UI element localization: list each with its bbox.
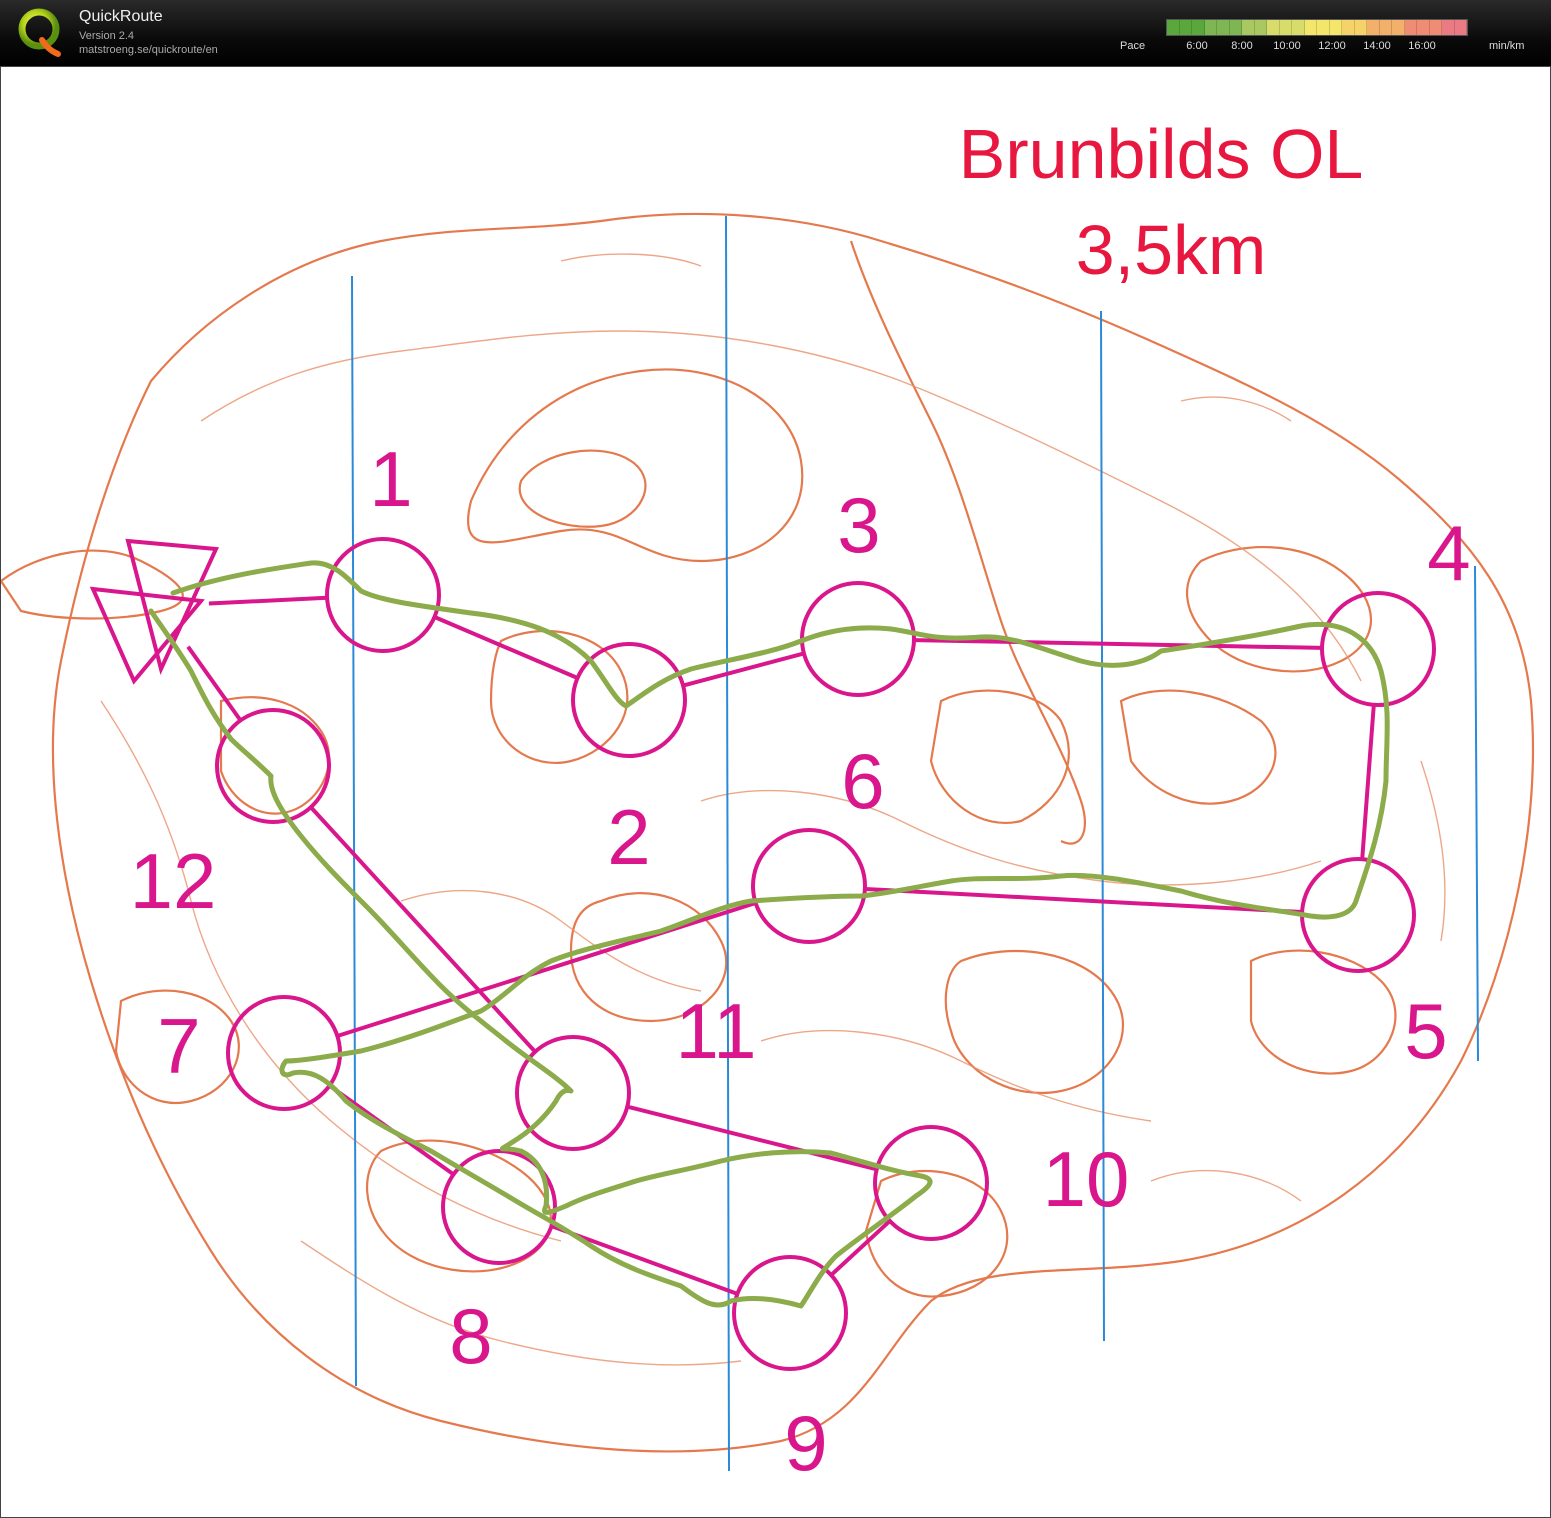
map-canvas [1,212,1534,1472]
pace-scale-segment [1429,20,1442,35]
pace-scale-segment [1317,20,1330,35]
control-number-4: 4 [1427,509,1471,597]
control-circle-12[interactable] [215,708,331,824]
control-number-11: 11 [675,987,757,1075]
app-url: matstroeng.se/quickroute/en [79,44,218,56]
pace-scale-segment [1404,20,1417,35]
pace-scale-segment [1292,20,1305,35]
pace-tick-label: 14:00 [1363,40,1391,52]
pace-scale-segment [1229,20,1242,35]
control-number-6: 6 [841,737,885,825]
control-circle-11[interactable] [515,1035,631,1151]
contour-lines-fine [100,253,1446,1366]
pace-scale-segment [1279,20,1292,35]
control-number-7: 7 [157,1002,201,1090]
app-version: Version 2.4 [79,30,135,42]
pace-scale-segment [1179,20,1192,35]
pace-scale-segment [1217,20,1230,35]
control-circle-7[interactable] [226,995,342,1111]
control-number-5: 5 [1404,987,1448,1075]
pace-scale-segment [1267,20,1280,35]
pace-tick-label: 10:00 [1273,40,1301,52]
pace-tick-label: 6:00 [1186,40,1208,52]
course-leg-line [336,901,757,1038]
course-leg-line [186,645,243,722]
pace-scale-segment [1242,20,1255,35]
pace-unit-label: min/km [1489,40,1525,52]
control-circles [215,537,1436,1371]
course-legs [186,595,1376,1296]
control-circle-1[interactable] [325,537,441,653]
pace-scale-segment [1417,20,1430,35]
control-number-2: 2 [607,793,651,881]
pace-scale-segment [1342,20,1355,35]
contour-lines [1,212,1534,1453]
pace-tick-label: 12:00 [1318,40,1346,52]
control-number-9: 9 [784,1399,828,1487]
pace-scale-segment [1442,20,1455,35]
course-leg-line [913,638,1323,650]
map-distance: 3,5km [1075,211,1267,289]
app-title: QuickRoute [79,8,163,25]
course-leg-line [829,1219,892,1277]
pace-scale-segment [1329,20,1342,35]
pace-color-scale [1166,19,1468,36]
control-number-12: 12 [129,837,217,925]
control-circle-8[interactable] [441,1149,557,1265]
pace-scale-segment [1204,20,1217,35]
north-lines [351,215,1479,1472]
control-number-3: 3 [837,481,881,569]
pace-scale-segment [1254,20,1267,35]
control-number-1: 1 [369,435,413,523]
pace-scale-segment [1367,20,1380,35]
app-header: QuickRoute Version 2.4 matstroeng.se/qui… [0,0,1551,66]
control-number-10: 10 [1042,1135,1130,1223]
pace-scale-segment [1192,20,1205,35]
pace-legend-label: Pace [1120,40,1146,52]
control-number-8: 8 [449,1292,493,1380]
control-circle-10[interactable] [873,1125,989,1241]
course-leg-line [550,1224,739,1296]
course-leg-line [1360,704,1376,860]
control-circle-2[interactable] [571,642,687,758]
course-leg-line [864,886,1303,915]
control-circle-4[interactable] [1320,591,1436,707]
pace-tick-label: 8:00 [1231,40,1253,52]
control-circle-3[interactable] [800,581,916,697]
gps-route-track [148,560,1390,1309]
control-circle-6[interactable] [751,828,867,944]
map-title: Brunbilds OL [958,115,1364,193]
course-leg-line [626,1104,878,1172]
pace-scale-segment [1167,20,1180,35]
pace-scale-segment [1454,20,1467,35]
control-circle-9[interactable] [732,1255,848,1371]
pace-scale-segment [1379,20,1392,35]
quickroute-logo-icon [18,8,61,57]
pace-tick-label: 16:00 [1408,40,1436,52]
pace-scale-segment [1354,20,1367,35]
course-leg-line [208,595,328,606]
course-leg-line [433,615,579,680]
start-triangle-icon [89,538,219,685]
pace-scale-segment [1304,20,1317,35]
pace-scale-segment [1392,20,1405,35]
course-leg-line [682,651,805,688]
course-leg-line [309,805,537,1054]
